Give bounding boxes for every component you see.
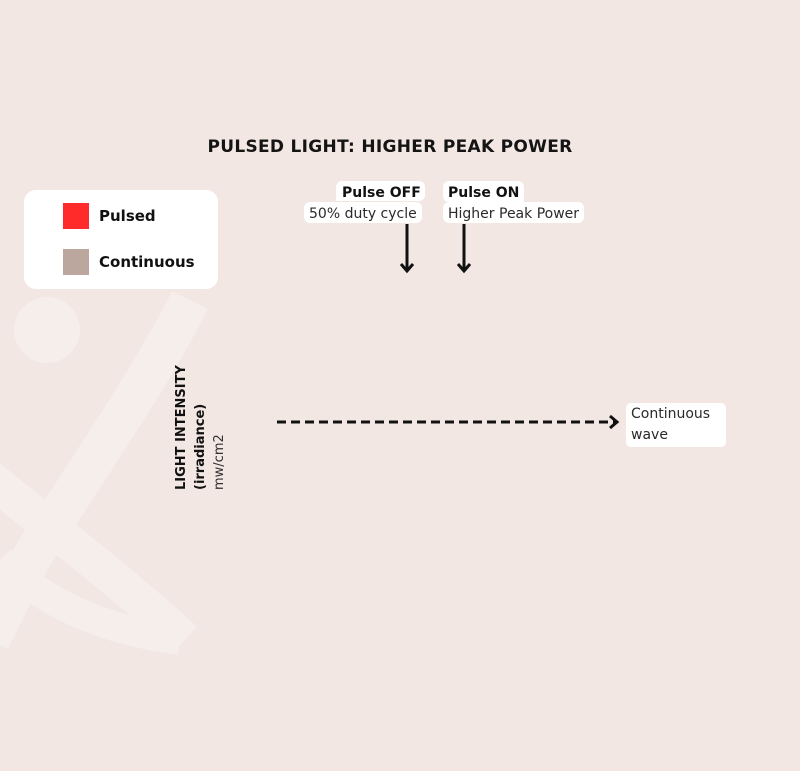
cw-line2: wave — [631, 427, 668, 443]
continuous-wave-label: Continuous wave — [626, 403, 726, 447]
legend-label: Continuous — [99, 253, 195, 271]
continuous-swatch — [63, 249, 89, 275]
pulse-off-title: Pulse OFF — [336, 181, 425, 201]
pulse-off-arrow-icon — [399, 224, 415, 274]
pulse-on-callout: Higher Peak Power — [443, 202, 585, 223]
pulse-on-arrow-icon — [456, 224, 472, 274]
chart-title: PULSED LIGHT: HIGHER PEAK POWER — [207, 137, 573, 157]
legend-item-continuous: Continuous — [63, 249, 195, 275]
pulse-off-title-text: Pulse OFF — [342, 185, 421, 201]
pulse-off-callout: 50% duty cycle — [304, 202, 422, 223]
continuous-wave-dashed-arrow-icon — [277, 414, 620, 430]
y-axis-line2: (irradiance) — [193, 403, 208, 490]
legend-item-pulsed: Pulsed — [63, 203, 156, 229]
legend-label: Pulsed — [99, 207, 156, 225]
pulse-on-title-text: Pulse ON — [448, 185, 520, 201]
cw-line1: Continuous — [631, 406, 711, 422]
pulse-off-text: 50% duty cycle — [309, 206, 417, 222]
y-axis-line1: LIGHT INTENSITY — [174, 365, 189, 490]
y-axis-label: LIGHT INTENSITY (irradiance) mw/cm2 — [172, 365, 229, 490]
y-axis-unit: mw/cm2 — [212, 434, 227, 490]
pulse-on-text: Higher Peak Power — [448, 206, 580, 222]
legend: Pulsed Continuous — [24, 190, 218, 289]
pulse-on-title: Pulse ON — [443, 181, 525, 202]
pulsed-swatch — [63, 203, 89, 229]
